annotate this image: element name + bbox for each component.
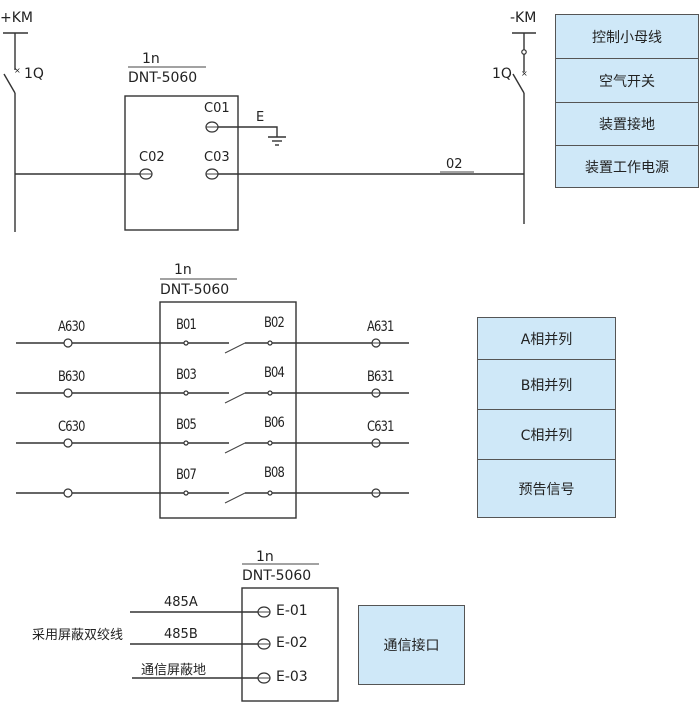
device-box-2 [159,301,297,519]
legend-item-comm-interface: 通信接口 [383,638,440,654]
device-id-2: 1n [174,262,192,278]
terminal-label-e03: E-03 [276,669,308,685]
terminal-label-c03: C03 [204,150,230,165]
row-terminal-out [267,440,273,446]
legend-item-phase-a: A相并列 [478,318,615,360]
device-id-1: 1n [142,51,160,67]
legend-comm: 通信接口 [358,605,465,685]
terminal-label-e02: E-02 [276,635,308,651]
ground-wire [218,126,278,137]
row-terminal-in [183,440,189,446]
row-terminal-left [63,338,73,348]
neg-bus-fuse-mark [521,49,527,55]
row-terminal-in [183,490,189,496]
wire-label-shield-ground: 通信屏蔽地 [141,663,207,678]
legend-item-alarm-signal: 预告信号 [518,481,575,498]
breaker-right-contact-mark: × [521,69,528,78]
row-label-in: B07 [176,467,197,483]
row-label-out: B02 [264,315,285,331]
breaker-right-label: 1Q [492,66,512,82]
row-terminal-in [183,390,189,396]
pos-bus-label: +KM [0,10,33,26]
neg-bus-label: -KM [510,10,537,26]
row-terminal-out [267,490,273,496]
row-terminal-left [63,438,73,448]
row-terminal-left [63,488,73,498]
row-contact-blade [224,492,246,504]
wire-label-485a: 485A [164,595,198,610]
ground-label: E [256,110,265,125]
breaker-left-blade [3,73,16,94]
terminal-label-c02: C02 [139,150,165,165]
row-label-in: B03 [176,367,197,383]
row-contact-blade [224,342,246,354]
row-terminal-out [267,390,273,396]
row-terminal-left [63,388,73,398]
row-label-out: B06 [264,415,285,431]
terminal-label-e01: E-01 [276,603,308,619]
row-terminal-out [267,340,273,346]
row-label-in: B01 [176,317,197,333]
row-label-in: B05 [176,417,197,433]
breaker-right-blade [512,73,525,94]
legend-item-air-switch: 空气开关 [556,59,698,103]
row-label-right: B631 [367,369,394,385]
wire-label-02: 02 [446,157,463,172]
row-label-out: B08 [264,465,285,481]
row-terminal-in [183,340,189,346]
row-contact-blade [224,392,246,404]
breaker-left-contact-mark: × [14,66,21,75]
device-model-1: DNT-5060 [128,70,198,86]
legend-item-phase-b: B相并列 [478,360,615,410]
device-model-2: DNT-5060 [160,282,230,298]
legend-item-phase-c: C相并列 [478,410,615,460]
device-box-1 [124,95,239,231]
row-label-left: C630 [58,419,85,435]
row-label-right: C631 [367,419,394,435]
cable-note: 采用屏蔽双绞线 [32,628,124,643]
row-label-left: A630 [58,319,85,335]
breaker-left-label: 1Q [24,66,44,82]
legend-item-device-ground: 装置接地 [556,103,698,146]
terminal-label-c01: C01 [204,101,230,116]
legend-power: 控制小母线 空气开关 装置接地 装置工作电源 [555,14,699,188]
row-label-right: A631 [367,319,394,335]
row-label-out: B04 [264,365,285,381]
legend-item-power-supply: 装置工作电源 [585,159,669,176]
device-model-3: DNT-5060 [242,568,312,584]
wire-label-485b: 485B [164,627,198,642]
row-label-left: B630 [58,369,85,385]
row-contact-blade [224,442,246,454]
legend-parallel: A相并列 B相并列 C相并列 预告信号 [477,317,616,518]
device-id-3: 1n [256,549,274,565]
parallel-rows [16,338,409,504]
legend-item-control-bus: 控制小母线 [556,15,698,59]
